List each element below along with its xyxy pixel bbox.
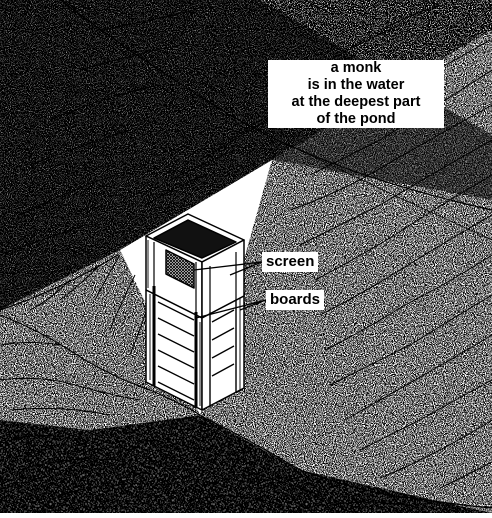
monk-shading	[147, 240, 241, 406]
monk-structure	[145, 213, 245, 411]
caption-line-4: of the pond	[268, 111, 444, 129]
monk-caption: a monk is in the water at the deepest pa…	[268, 60, 444, 129]
boards-label: boards	[266, 290, 325, 310]
caption-line-3: at the deepest part	[268, 94, 444, 112]
label-leader-lines	[193, 261, 267, 319]
screen-label: screen	[262, 252, 319, 272]
caption-line-2: is in the water	[268, 77, 444, 95]
caption-line-1: a monk	[268, 60, 444, 78]
slope-contour-hatching	[0, 4, 492, 489]
monk-boards	[157, 301, 235, 401]
water-ripple-hatching	[9, 434, 421, 509]
